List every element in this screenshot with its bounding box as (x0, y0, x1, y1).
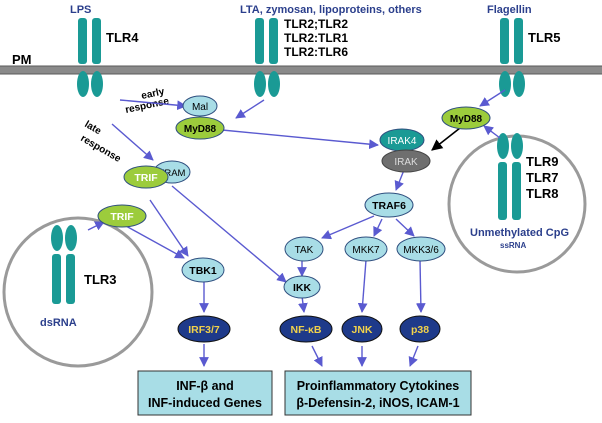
tlr2-label-1: TLR2;TLR2 (284, 17, 348, 31)
tlr7-label: TLR7 (526, 170, 559, 185)
tlr3-receptor (51, 225, 77, 304)
svg-text:IRF3/7: IRF3/7 (188, 324, 220, 336)
node-p38: p38 (399, 315, 441, 343)
svg-text:MKK3/6: MKK3/6 (403, 245, 439, 256)
svg-text:Mal: Mal (192, 102, 208, 113)
arrow-irak-to-traf6 (394, 169, 405, 191)
dsrna-label: dsRNA (40, 317, 77, 329)
arrow-tlr4-to-mal (119, 99, 187, 111)
membrane-label: PM (12, 52, 32, 67)
arrow-p38-to-output (408, 345, 419, 367)
svg-text:MKK7: MKK7 (352, 245, 380, 256)
svg-text:MyD88: MyD88 (184, 124, 217, 135)
arrow-tlr4-to-trif (111, 123, 154, 161)
svg-text:JNK: JNK (351, 324, 372, 336)
output-cytokines-line1: Proinflammatory Cytokines (297, 379, 460, 393)
pathway-arrows (87, 89, 506, 367)
tlr8-label: TLR8 (526, 186, 559, 201)
node-mkk7: MKK7 (344, 236, 388, 262)
svg-text:TAK: TAK (295, 245, 314, 256)
svg-text:IRAK: IRAK (394, 157, 418, 168)
tlr4-receptor (77, 18, 103, 97)
arrow-tlr5-to-myd88 (479, 89, 506, 107)
plasma-membrane (0, 65, 602, 75)
output-interferon-line1: INF-β and (176, 379, 234, 393)
node-mal: Mal (182, 95, 218, 117)
svg-text:MyD88: MyD88 (450, 114, 483, 125)
cpg-label: Unmethylated CpG (470, 227, 569, 239)
arrow-traf6-to-mkk7 (373, 218, 383, 237)
svg-text:TRAF6: TRAF6 (372, 200, 406, 212)
node-myd88-left: MyD88 (175, 116, 225, 140)
output-interferon-line2: INF-induced Genes (148, 396, 262, 410)
tlr2-label-3: TLR2:TLR6 (284, 45, 348, 59)
svg-text:TBK1: TBK1 (189, 265, 217, 277)
arrow-trif-to-tbk1 (149, 199, 189, 257)
arrow-tlr2-to-myd88 (235, 99, 265, 119)
svg-text:TRIF: TRIF (134, 172, 158, 184)
node-irak4: IRAK4 (379, 128, 425, 152)
tlr2-receptor (254, 18, 280, 97)
node-trif-lower: TRIF (97, 204, 147, 228)
tlr5-receptor (499, 18, 525, 97)
ligand-flagellin: Flagellin (487, 4, 532, 16)
node-nfkb: NF-κB (279, 315, 333, 343)
endosome-left (2, 216, 154, 368)
early-response-1: early (140, 86, 166, 102)
output-box-interferon: INF-β and INF-induced Genes (137, 370, 273, 416)
output-box-cytokines: Proinflammatory Cytokines β-Defensin-2, … (284, 370, 472, 416)
svg-text:NF-κB: NF-κB (291, 324, 322, 336)
arrow-myd88-to-irak4 (221, 129, 379, 150)
arrow-mkk36-to-p38 (415, 259, 426, 313)
svg-text:IRAK4: IRAK4 (388, 136, 417, 147)
tlr9-label: TLR9 (526, 154, 559, 169)
ligand-lps: LPS (70, 4, 91, 16)
node-myd88-right: MyD88 (441, 106, 491, 130)
svg-text:TRAM: TRAM (159, 168, 186, 179)
tlr978-receptor (497, 133, 523, 220)
node-irak: IRAK (381, 149, 431, 173)
svg-text:p38: p38 (411, 324, 429, 336)
arrow-traf6-to-mkk36 (395, 218, 415, 237)
arrow-trif-to-ikk (171, 185, 287, 283)
tlr4-label: TLR4 (106, 30, 139, 45)
arrow-ikk-to-nfkb (298, 295, 308, 313)
tlr3-label: TLR3 (84, 272, 117, 287)
arrow-mkk7-to-jnk (357, 259, 368, 313)
node-tak: TAK (284, 236, 324, 262)
tlr5-label: TLR5 (528, 30, 561, 45)
svg-text:TRIF: TRIF (110, 211, 134, 223)
arrow-myd88-to-irak-black (431, 127, 461, 151)
svg-text:IKK: IKK (293, 282, 312, 294)
arrow-tlr978-to-myd88 (483, 125, 501, 139)
arrow-nfkb-to-output (311, 345, 323, 367)
node-tbk1: TBK1 (181, 257, 225, 283)
node-mkk36: MKK3/6 (396, 236, 446, 262)
ligand-lta: LTA, zymosan, lipoproteins, others (240, 4, 422, 16)
ssrna-label: ssRNA (500, 241, 526, 250)
arrow-tlr3-to-trif (87, 221, 105, 231)
node-traf6: TRAF6 (364, 192, 414, 218)
tlr2-label-2: TLR2:TLR1 (284, 31, 348, 45)
late-response-2: response (79, 133, 123, 165)
arrow-traf6-to-tak (321, 215, 375, 240)
node-jnk: JNK (341, 315, 383, 343)
node-ikk: IKK (283, 275, 321, 299)
output-cytokines-line2: β-Defensin-2, iNOS, ICAM-1 (296, 396, 459, 410)
arrow-trif-lower-to-tbk1 (125, 225, 185, 259)
node-trif-upper: TRIF (123, 165, 169, 189)
node-irf37: IRF3/7 (177, 315, 231, 343)
